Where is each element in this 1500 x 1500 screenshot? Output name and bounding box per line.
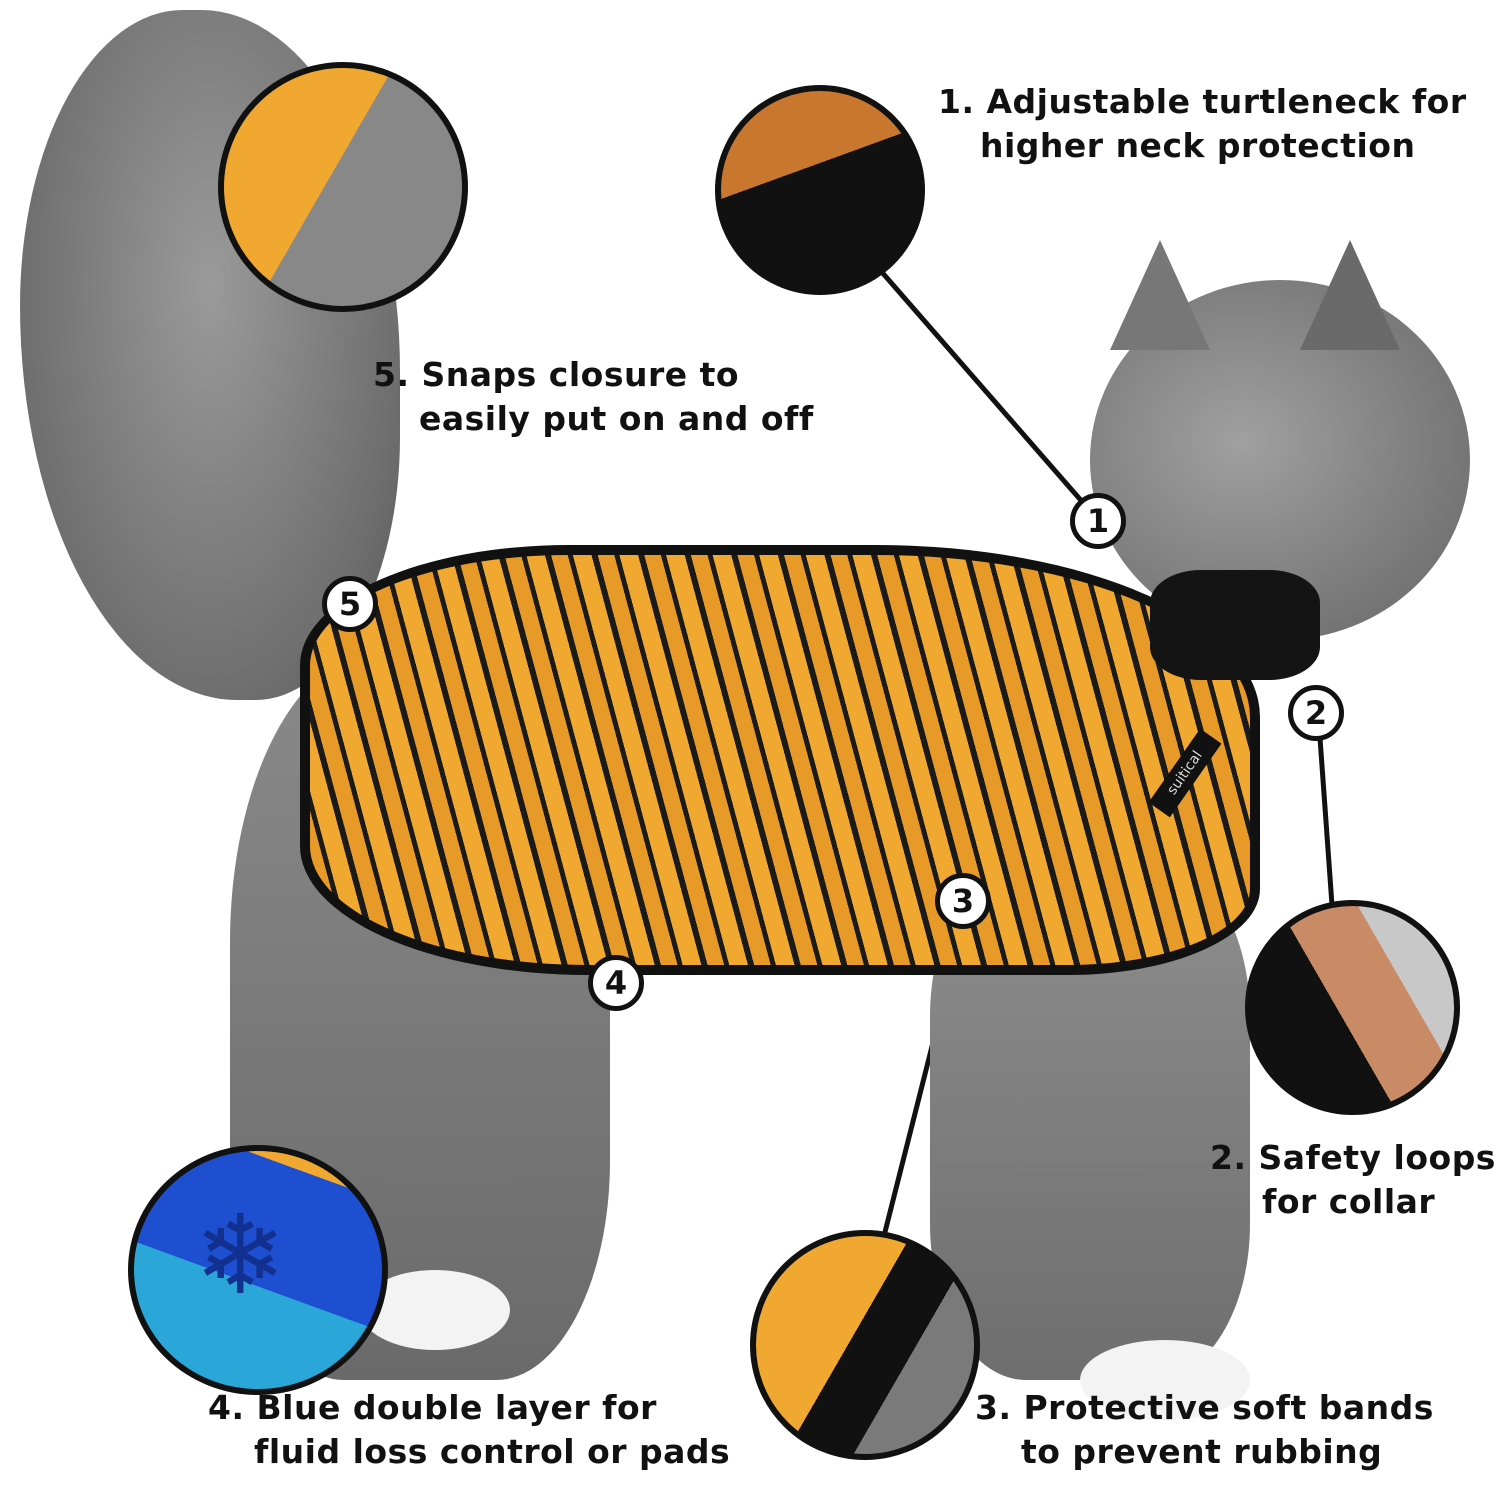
callout-label-5-line2: easily put on and off xyxy=(419,399,814,438)
detail-lens-soft-bands xyxy=(750,1230,980,1460)
callout-label-5-line1: 5. Snaps closure to xyxy=(373,355,740,394)
callout-label-4-line2: fluid loss control or pads xyxy=(254,1432,731,1471)
callout-label-3-line1: 3. Protective soft bands xyxy=(975,1388,1434,1427)
callout-label-1: 1. Adjustable turtleneck for higher neck… xyxy=(938,80,1467,168)
callout-badge-5: 5 xyxy=(322,576,378,632)
callout-label-2-line1: 2. Safety loops xyxy=(1210,1138,1496,1177)
snowflake-icon: ❄ xyxy=(194,1191,287,1319)
callout-label-4: 4. Blue double layer for fluid loss cont… xyxy=(208,1386,730,1474)
callout-label-1-line1: 1. Adjustable turtleneck for xyxy=(938,82,1467,121)
cat-paw xyxy=(1080,1340,1250,1420)
detail-lens-collar-loops xyxy=(1245,900,1460,1115)
detail-lens-blue-layer: ❄ xyxy=(128,1145,388,1395)
callout-label-5: 5. Snaps closure to easily put on and of… xyxy=(373,353,814,441)
cat-ear-right xyxy=(1300,240,1400,350)
callout-label-3: 3. Protective soft bands to prevent rubb… xyxy=(975,1386,1434,1474)
callout-label-3-line2: to prevent rubbing xyxy=(1021,1432,1383,1471)
tiger-suit xyxy=(300,545,1260,975)
suit-turtleneck xyxy=(1150,570,1320,680)
callout-badge-1: 1 xyxy=(1070,493,1126,549)
callout-label-4-line1: 4. Blue double layer for xyxy=(208,1388,657,1427)
detail-lens-turtleneck xyxy=(715,85,925,295)
callout-label-2: 2. Safety loops for collar xyxy=(1210,1136,1496,1224)
callout-label-2-line2: for collar xyxy=(1262,1182,1436,1221)
callout-badge-3: 3 xyxy=(935,873,991,929)
cat-ear-left xyxy=(1110,240,1210,350)
callout-badge-2: 2 xyxy=(1288,685,1344,741)
callout-label-1-line2: higher neck protection xyxy=(980,126,1416,165)
callout-badge-4: 4 xyxy=(588,955,644,1011)
detail-lens-snaps xyxy=(218,62,468,312)
